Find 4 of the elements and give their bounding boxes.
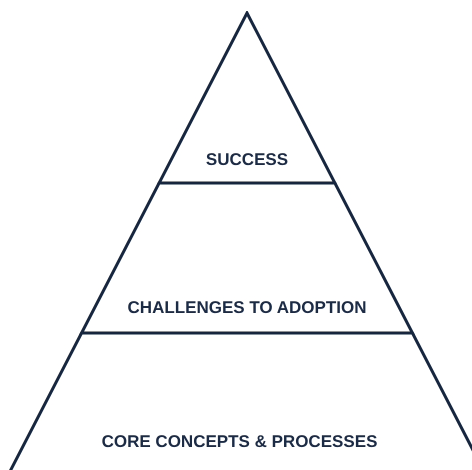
section-label: CORE CONCEPTS & PROCESSES bbox=[100, 432, 378, 452]
section-label: SUCCESS bbox=[204, 150, 290, 170]
section-label: CHALLENGES TO ADOPTION bbox=[126, 298, 368, 318]
pyramid-section bbox=[7, 331, 472, 470]
